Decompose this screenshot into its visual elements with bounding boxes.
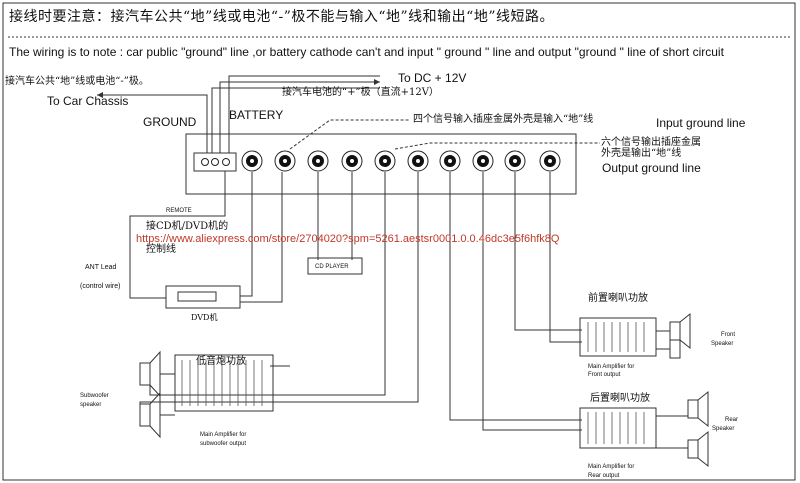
sub-amplifier xyxy=(174,354,274,412)
output-ground-pointer xyxy=(394,142,600,150)
front-speaker-1-cone xyxy=(679,312,691,350)
rca-jack-4 xyxy=(341,150,363,172)
front-amplifier xyxy=(579,317,657,357)
rca-jack-10 xyxy=(539,150,561,172)
sub-amp-label-en-2: subwoofer output xyxy=(200,441,247,447)
front-amp-label-en-1: Main Amplifier for xyxy=(588,364,635,370)
rear-speaker-1-cone xyxy=(697,390,709,428)
dvd-unit xyxy=(165,285,241,309)
front-speaker-2-magnet xyxy=(669,339,681,359)
terminal-block xyxy=(193,152,237,172)
sub-amp-label-cn: 低音炮功放 xyxy=(196,356,246,367)
sub-speaker-2-magnet xyxy=(139,403,151,427)
front-amp-label-en-2: Front output xyxy=(588,372,621,378)
sub-speaker-1-cone xyxy=(149,350,161,398)
cd-control-label-cn-1: 接CD机/DVD机的 xyxy=(146,221,229,232)
header-note-en: The wiring is to note : car public "grou… xyxy=(9,45,724,59)
front-speaker-1-magnet xyxy=(669,321,681,341)
rear-speaker-2-magnet xyxy=(687,439,699,459)
dvd-label: DVD机 xyxy=(191,313,218,322)
chassis-label-en: To Car Chassis xyxy=(47,94,129,108)
remote-label: REMOTE xyxy=(166,208,192,214)
rca-jacks xyxy=(241,150,561,172)
header-title-cn: 接线时要注意：接汽车公共“地”线或电池“-”极不能与输入“地”线和输出“地”线短… xyxy=(9,9,554,25)
sub-speaker-1-magnet xyxy=(139,362,151,386)
chassis-wire-2 xyxy=(211,87,380,153)
rear-amp-label-cn: 后置喇叭功放 xyxy=(590,393,650,404)
rca-jack-2 xyxy=(274,150,296,172)
rca-jack-6 xyxy=(407,150,429,172)
rear-amplifier xyxy=(579,407,657,449)
sub-speaker-2-cone xyxy=(149,391,161,439)
front-wire-1 xyxy=(514,172,582,331)
input-ground-label-en: Input ground line xyxy=(656,116,746,130)
rear-amp-label-en-1: Main Amplifier for xyxy=(588,464,635,470)
ground-label: GROUND xyxy=(143,115,197,129)
rear-speaker-label-1: Rear xyxy=(725,417,739,423)
rear-speaker-2-cone xyxy=(697,430,709,468)
rca-jack-7 xyxy=(439,150,461,172)
dvd-slot xyxy=(177,291,217,302)
sub-amp-label-en-1: Main Amplifier for xyxy=(200,432,247,438)
rear-amp-label-en-2: Rear output xyxy=(588,473,620,479)
cd-player-label: CD PLAYER xyxy=(315,264,349,270)
sub-wire-1 xyxy=(149,172,386,396)
chassis-wire xyxy=(97,94,208,153)
rear-wire-2 xyxy=(482,172,582,431)
rca-jack-3 xyxy=(307,150,329,172)
front-wire-2 xyxy=(549,172,582,343)
sub-speaker-label-2: speaker xyxy=(80,402,102,408)
front-amp-label-cn: 前置喇叭功放 xyxy=(588,293,648,304)
front-speaker-label-1: Front xyxy=(721,332,736,338)
dc-label-cn: 接汽车电池的“+”极（直流+12V） xyxy=(282,87,439,98)
amplifier-fins xyxy=(181,322,645,444)
output-ground-label-cn-1: 六个信号输出插座金属 xyxy=(601,137,701,148)
front-speaker-label-2: Speaker xyxy=(711,341,734,347)
input-ground-pointer xyxy=(289,119,410,150)
output-ground-label-cn-2: 外壳是输出“地”线 xyxy=(601,148,682,159)
ant-lead-label: ANT Lead xyxy=(85,264,117,271)
sub-speaker-label-1: Subwoofer xyxy=(80,393,109,399)
dc-label-en: To DC + 12V xyxy=(398,71,467,85)
main-unit-body xyxy=(185,133,577,195)
input-ground-label-cn: 四个信号输入插座金属外壳是输入“地”线 xyxy=(413,114,594,125)
rca-jack-9 xyxy=(504,150,526,172)
rear-speaker-label-2: Speaker xyxy=(712,426,735,432)
output-ground-label-en: Output ground line xyxy=(602,161,701,175)
rear-speaker-1-magnet xyxy=(687,399,699,419)
store-url[interactable]: https://www.aliexpress.com/store/2704020… xyxy=(136,233,560,245)
rear-wire-1 xyxy=(449,172,582,421)
dc-wire xyxy=(219,81,380,153)
cd-control-label-cn-2: 控制线 xyxy=(146,244,176,255)
rca-jack-1 xyxy=(241,150,263,172)
dvd-wire-1 xyxy=(240,172,253,297)
dvd-wire-2 xyxy=(240,172,283,303)
cd-player-box xyxy=(307,257,363,275)
remote-wire xyxy=(129,171,226,299)
rca-jack-5 xyxy=(374,150,396,172)
chassis-label-cn: 接汽车公共“地”线或电池“-”极。 xyxy=(5,76,149,87)
arrowheads xyxy=(97,79,380,98)
rca-jack-8 xyxy=(472,150,494,172)
control-wire-label: (control wire) xyxy=(80,283,121,290)
terminal-screws xyxy=(201,158,230,166)
battery-label: BATTERY xyxy=(229,108,284,122)
dc-wire-2 xyxy=(228,75,380,153)
